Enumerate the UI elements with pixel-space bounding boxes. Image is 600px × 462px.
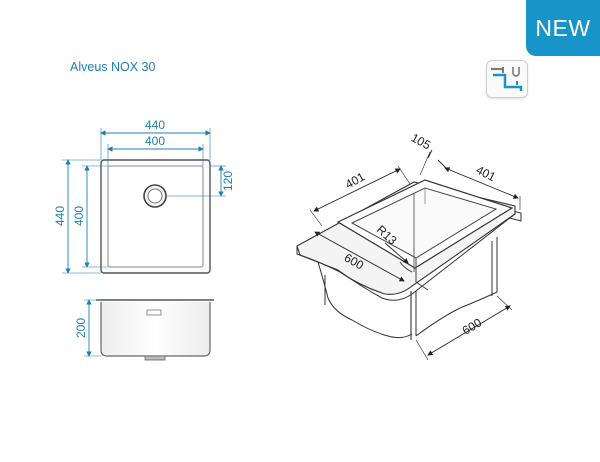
dim-side-width: 600 xyxy=(460,315,485,337)
top-view: 440 400 440 400 120 xyxy=(53,118,235,274)
dim-left-side-line xyxy=(313,168,401,212)
drain-outlet xyxy=(144,355,166,361)
overflow-slot xyxy=(146,309,162,316)
drain-hole-inner xyxy=(147,188,163,204)
dim-front-width-line xyxy=(314,231,405,282)
front-view: 200 xyxy=(74,299,214,361)
dim-height-outer: 440 xyxy=(53,206,67,226)
siphon-drain-icon xyxy=(486,60,528,98)
dim-drain-offset: 120 xyxy=(221,171,235,191)
new-badge-label: NEW xyxy=(535,14,591,41)
dim-width-inner: 400 xyxy=(145,134,165,148)
dim-top-width: 105 xyxy=(409,131,434,153)
dim-right-side-line xyxy=(444,167,519,199)
dim-left-side: 401 xyxy=(343,169,368,191)
product-title: Alveus NOX 30 xyxy=(70,60,156,74)
dim-width-outer: 440 xyxy=(145,118,165,132)
dim-height-inner: 400 xyxy=(72,206,86,226)
dim-depth: 200 xyxy=(74,318,88,338)
sink-outline-inner xyxy=(107,165,204,268)
dim-side-width-line xyxy=(427,305,511,356)
new-badge: NEW xyxy=(526,0,600,56)
iso-view: 105 401 401 R13 600 600 xyxy=(296,131,522,361)
